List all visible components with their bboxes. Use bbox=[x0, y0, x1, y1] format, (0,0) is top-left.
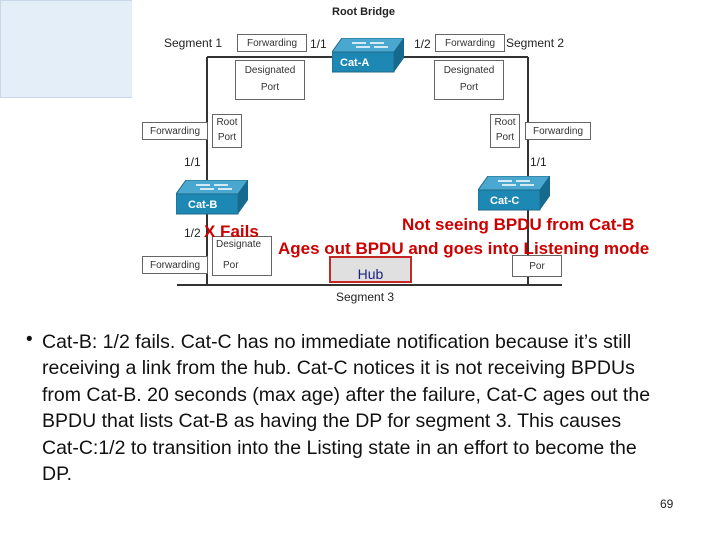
switch-icon bbox=[176, 180, 248, 215]
cat-a-port1-state: Forwarding bbox=[237, 34, 307, 52]
hub-label: Hub bbox=[357, 266, 384, 282]
port-text: Port bbox=[217, 132, 237, 143]
page-number: 69 bbox=[660, 497, 674, 511]
cat-c-root-port: Root Port bbox=[490, 114, 520, 148]
cat-b-designated-port: Designate Por bbox=[212, 236, 272, 276]
port-text: Port bbox=[495, 132, 515, 143]
root-text: Root bbox=[494, 117, 516, 128]
root-text: Root bbox=[216, 117, 238, 128]
explanation-text: Cat-B: 1/2 fails. Cat-C has no immediate… bbox=[42, 331, 651, 486]
forwarding-text: Forwarding bbox=[149, 260, 201, 271]
cat-b-port-1-2: 1/2 bbox=[184, 226, 201, 240]
cat-a-port2-state: Forwarding bbox=[435, 34, 505, 52]
cat-b-port-1-1: 1/1 bbox=[184, 155, 201, 169]
port-text: Port bbox=[459, 82, 479, 93]
cat-a-switch: Cat-A bbox=[332, 38, 404, 74]
designated-text: Designated bbox=[244, 65, 296, 76]
forwarding-text: Forwarding bbox=[246, 38, 298, 49]
cat-b-switch: Cat-B bbox=[176, 180, 248, 216]
cat-c-label: Cat-C bbox=[490, 195, 520, 207]
port-text: Port bbox=[260, 82, 280, 93]
cat-c-port-1-1: 1/1 bbox=[530, 155, 547, 169]
port-text: Por bbox=[529, 261, 545, 272]
forwarding-text: Forwarding bbox=[149, 126, 201, 137]
cat-c-port2-box: Por bbox=[512, 255, 562, 277]
cat-b-segment3-state: Forwarding bbox=[142, 256, 208, 274]
designated-text: Designate bbox=[216, 239, 262, 250]
cat-c-switch: Cat-C bbox=[478, 176, 550, 212]
segment3-label: Segment 3 bbox=[336, 290, 395, 304]
hub-device: Hub bbox=[329, 256, 412, 283]
stp-diagram: Root Bridge Segment 1 Segment 2 Segment … bbox=[132, 0, 600, 305]
forwarding-text: Forwarding bbox=[444, 38, 496, 49]
fails-annotation: X Fails bbox=[204, 222, 259, 241]
cat-c-uplink-state: Forwarding bbox=[525, 122, 591, 140]
root-bridge-title: Root Bridge bbox=[332, 6, 395, 18]
cat-b-uplink-state: Forwarding bbox=[142, 122, 208, 140]
forwarding-text: Forwarding bbox=[532, 126, 584, 137]
segment2-label: Segment 2 bbox=[506, 36, 565, 50]
port-text: Por bbox=[223, 260, 239, 271]
switch-icon bbox=[332, 38, 404, 73]
cat-b-label: Cat-B bbox=[188, 199, 218, 211]
designated-text: Designated bbox=[443, 65, 495, 76]
cat-b-root-port: Root Port bbox=[212, 114, 242, 148]
segment1-label: Segment 1 bbox=[164, 36, 223, 50]
cat-a-label: Cat-A bbox=[340, 57, 370, 69]
cat-a-designated-1: Designated Port bbox=[235, 60, 305, 100]
listening-mode-annotation: Ages out BPDU and goes into Listening mo… bbox=[278, 239, 650, 258]
bullet-marker: • bbox=[26, 329, 33, 350]
cat-a-port-1-2: 1/2 bbox=[414, 37, 431, 51]
cat-a-designated-2: Designated Port bbox=[434, 60, 504, 100]
not-seeing-bpdu-annotation: Not seeing BPDU from Cat-B bbox=[402, 215, 635, 234]
switch-icon bbox=[478, 176, 550, 211]
cat-a-port-1-1: 1/1 bbox=[310, 37, 327, 51]
